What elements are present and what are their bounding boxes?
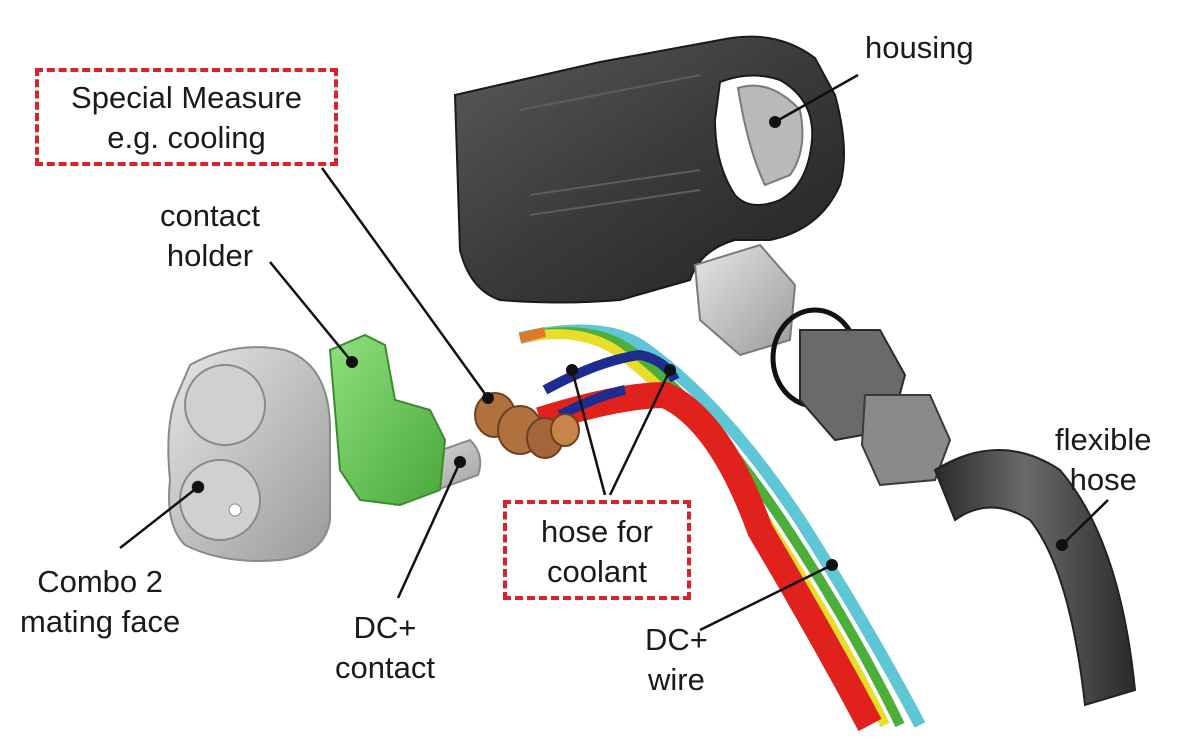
leader-lines (119, 73, 1109, 632)
flexible-hose-line2: hose (1069, 462, 1137, 497)
dc-contact-line2: contact (335, 650, 435, 685)
leader-endpoints (192, 116, 1068, 571)
contact-holder-line2: holder (166, 238, 254, 273)
dc-contact-line1: DC+ (353, 610, 417, 645)
coupling-nuts (693, 243, 952, 487)
label-dc-contact: DC+ contact (335, 608, 435, 688)
combo2-line2: mating face (20, 604, 181, 639)
leader-dc-wire (699, 563, 833, 632)
dc-wire-line2: wire (648, 662, 705, 697)
label-dc-wire: DC+ wire (645, 620, 708, 700)
hose-coolant-line1: hose for (540, 514, 653, 549)
label-flexible-hose: flexible hose (1055, 420, 1152, 500)
dc-wire-line1: DC+ (645, 622, 708, 657)
contact-holder-part (328, 333, 447, 507)
label-combo2-mating-face: Combo 2 mating face (20, 562, 180, 642)
wire-bundle (518, 324, 926, 732)
leader-housing (774, 73, 859, 124)
contact-holder-line1: contact (160, 198, 260, 233)
special-measure-line2: e.g. cooling (107, 120, 266, 155)
leader-hose-coolant-b (608, 369, 672, 496)
mating-face-part (167, 346, 331, 562)
label-contact-holder: contact holder (160, 196, 260, 276)
callout-hose-for-coolant: hose for coolant (503, 500, 691, 600)
copper-coil (474, 392, 580, 459)
leader-contact-holder (269, 261, 353, 363)
label-housing: housing (865, 30, 974, 65)
flexible-hose-line1: flexible (1055, 422, 1152, 457)
special-measure-line1: Special Measure (71, 80, 302, 115)
combo2-line1: Combo 2 (37, 564, 164, 599)
callout-special-measure: Special Measure e.g. cooling (35, 68, 338, 166)
flexible-hose-part (933, 449, 1137, 707)
leader-special-measure (320, 167, 490, 399)
leader-hose-coolant-a (570, 369, 607, 496)
leader-combo2 (119, 486, 199, 549)
hose-coolant-line2: coolant (547, 554, 647, 589)
housing-part (453, 35, 845, 304)
leader-dc-contact (396, 461, 462, 599)
leader-flexible-hose (1061, 499, 1109, 546)
